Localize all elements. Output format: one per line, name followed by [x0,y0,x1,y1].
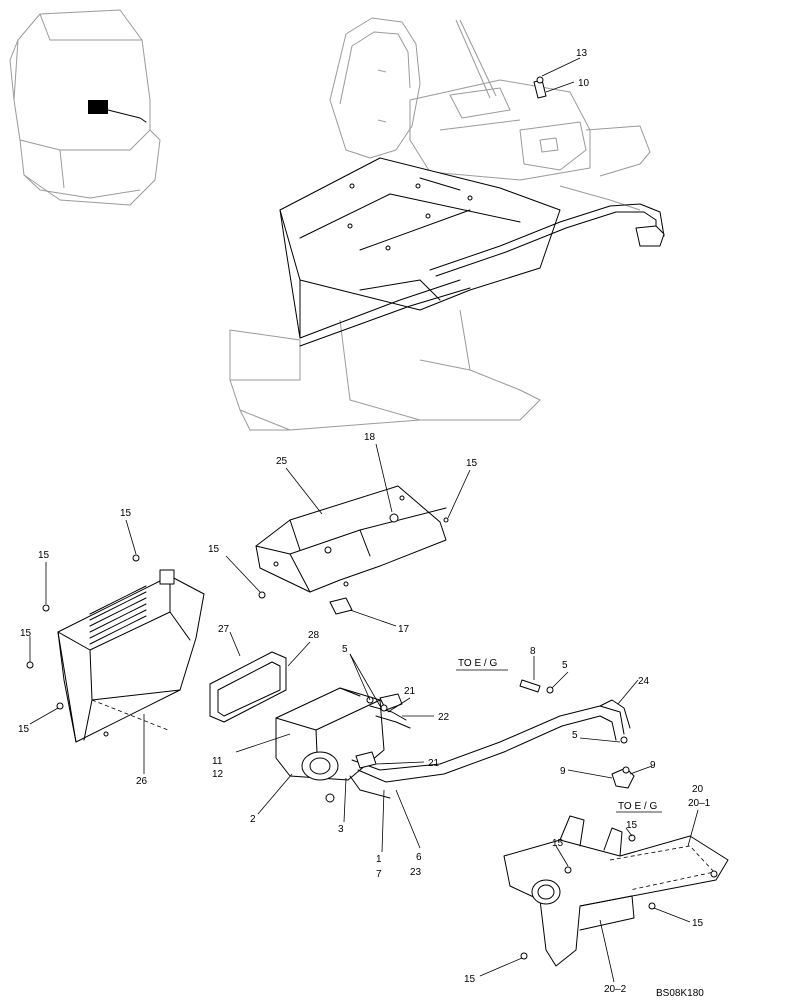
callout-3: 3 [338,824,344,835]
callout-15: 15 [552,838,564,849]
callout-20-1: 20–1 [688,798,711,809]
cover-25 [255,485,449,593]
grommet-17 [329,597,353,615]
callout-15: 15 [464,974,476,985]
callout-20-2: 20–2 [604,984,627,995]
heater-hoses [349,679,635,799]
callout-15: 15 [20,628,32,639]
callout-5: 5 [562,660,568,671]
reference-notes: TO E / G TO E / G BS08K180 [458,658,704,999]
callout-5: 5 [342,644,348,655]
callout-28: 28 [308,630,320,641]
callout-11: 11 [212,756,223,767]
drawing-id: BS08K180 [656,988,704,999]
callout-8: 8 [530,646,536,657]
callout-labels: 13 10 18 25 15 15 15 15 15 15 17 27 28 2… [18,48,711,995]
cab-overview-inset [9,9,161,206]
heater-unit-indicator [88,100,108,114]
callout-2: 2 [250,814,256,825]
side-cover-26 [57,569,205,743]
callout-23: 23 [410,867,422,878]
callout-15: 15 [120,508,132,519]
bolt-15 [258,591,266,599]
callout-18: 18 [364,432,376,443]
callout-15: 15 [38,550,50,561]
to-engine-note-bottom: TO E / G [618,801,657,812]
callout-20: 20 [692,784,704,795]
callout-12: 12 [212,769,224,780]
heater-unit-2 [275,687,385,803]
bracket-20 [503,815,729,967]
callout-27: 27 [218,624,230,635]
callout-10: 10 [578,78,590,89]
callout-15: 15 [466,458,478,469]
callout-1: 1 [376,854,382,865]
callout-5: 5 [572,730,578,741]
callout-21: 21 [404,686,416,697]
callout-15: 15 [626,820,638,831]
bolt-15-bottom [520,952,528,960]
callout-15: 15 [18,724,30,735]
cab-frame-assembly [229,17,665,431]
to-engine-note-top: TO E / G [458,658,497,669]
callout-17: 17 [398,624,410,635]
callout-9: 9 [650,760,656,771]
callout-26: 26 [136,776,148,787]
callout-15: 15 [208,544,220,555]
callout-7: 7 [376,869,382,880]
callout-9: 9 [560,766,566,777]
callout-22: 22 [438,712,450,723]
callout-24: 24 [638,676,650,687]
callout-21: 21 [428,758,440,769]
callout-13: 13 [576,48,588,59]
callout-25: 25 [276,456,288,467]
callout-6: 6 [416,852,422,863]
filter-27-28 [209,651,287,723]
callout-15: 15 [692,918,704,929]
leader-lines [29,57,699,983]
